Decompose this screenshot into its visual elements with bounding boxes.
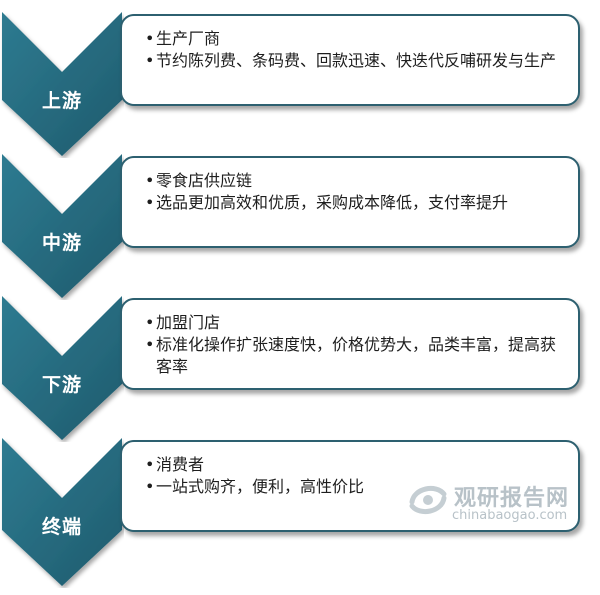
stage-label: 中游 (41, 232, 82, 254)
stage-card-midstream: 零食店供应链 选品更加高效和优质，采购成本降低，支付率提升 (120, 156, 580, 248)
watermark-logo-icon (409, 485, 447, 515)
stage-description: 标准化操作扩张速度快，价格优势大，品类丰富，提高获客率 (145, 334, 562, 378)
stage-title: 生产厂商 (145, 28, 562, 50)
stage-title: 加盟门店 (145, 312, 562, 334)
stage-title: 零食店供应链 (145, 170, 562, 192)
stage-description: 选品更加高效和优质，采购成本降低，支付率提升 (145, 192, 562, 214)
stage-card-terminal: 消费者 一站式购齐，便利，高性价比 (120, 440, 580, 532)
stage-chevron-midstream (0, 152, 124, 300)
stage-chevron-upstream (0, 10, 124, 158)
stage-description: 一站式购齐，便利，高性价比 (145, 476, 562, 498)
stage-title: 消费者 (145, 454, 562, 476)
stage-card-upstream: 生产厂商 节约陈列费、条码费、回款迅速、快迭代反哺研发与生产 (120, 14, 580, 106)
stage-chevron-downstream (0, 294, 124, 442)
stage-description: 节约陈列费、条码费、回款迅速、快迭代反哺研发与生产 (145, 50, 562, 72)
stage-chevron-terminal (0, 436, 124, 588)
stage-label: 上游 (41, 90, 82, 112)
watermark-url: chinabaogao.com (452, 508, 568, 523)
watermark-name: 观研报告网 (454, 486, 570, 511)
watermark: 观研报告网 chinabaogao.com (404, 478, 584, 524)
stage-card-downstream: 加盟门店 标准化操作扩张速度快，价格优势大，品类丰富，提高获客率 (120, 298, 580, 390)
stage-label: 下游 (41, 374, 82, 396)
stage-label: 终端 (41, 516, 82, 538)
